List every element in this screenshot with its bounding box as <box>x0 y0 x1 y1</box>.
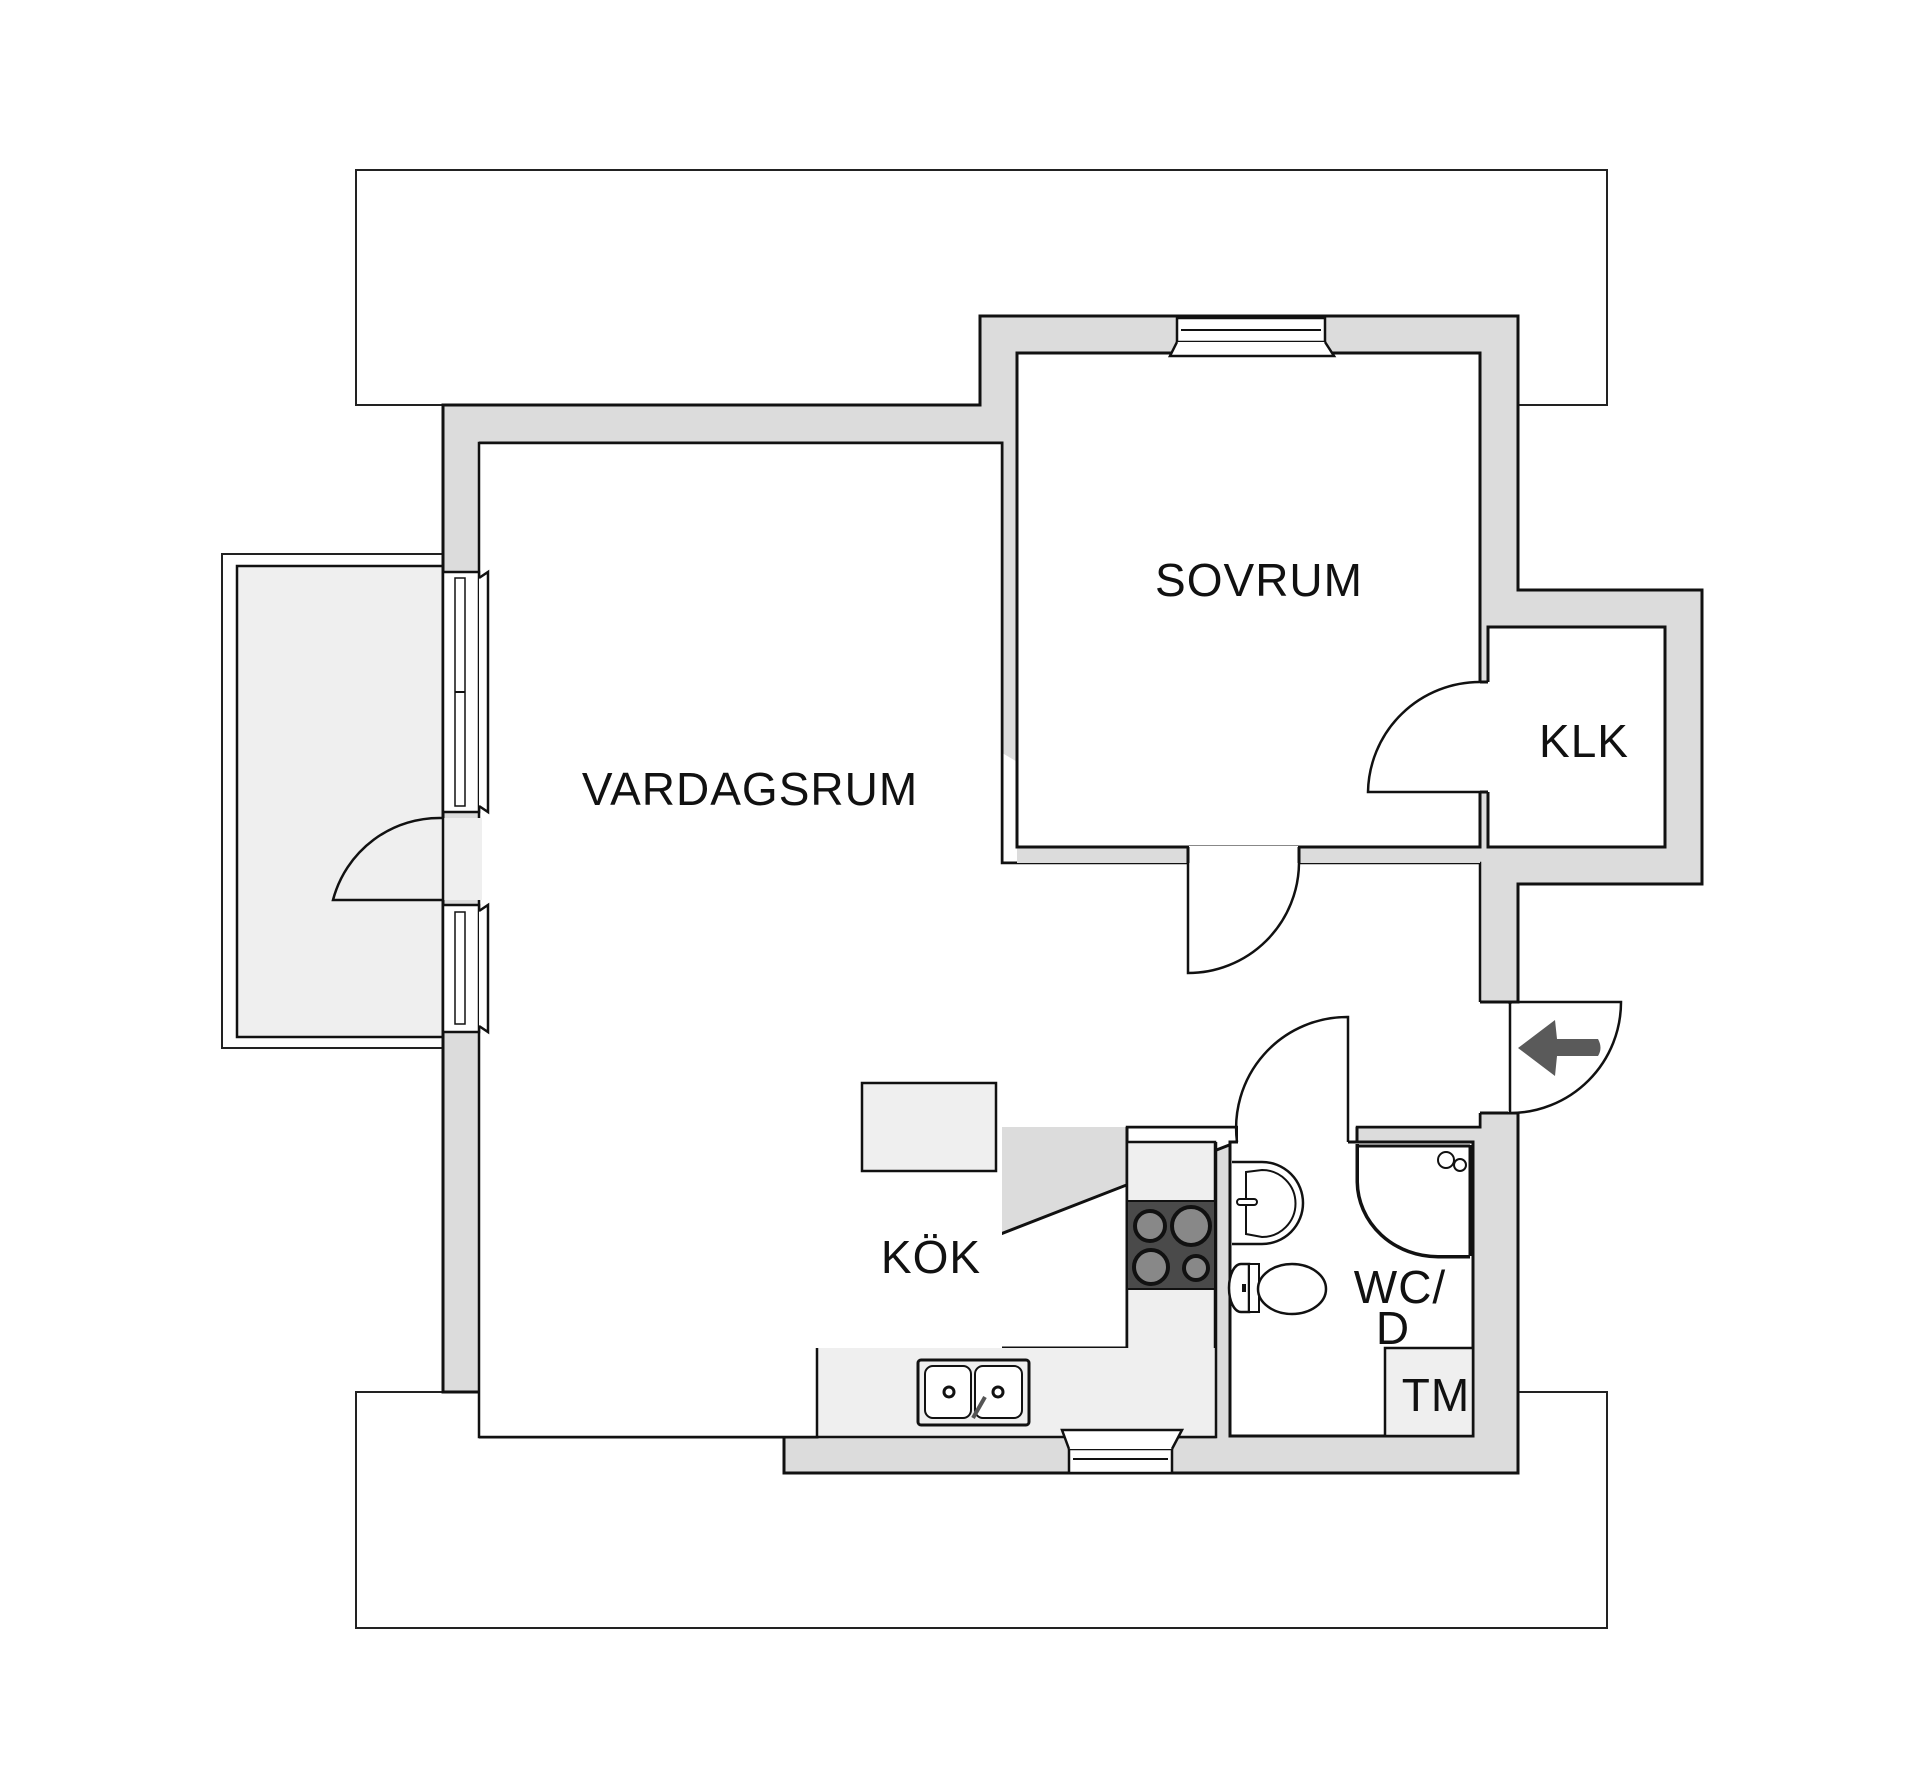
balcony <box>221 553 445 1049</box>
window-left-lower <box>441 902 490 1035</box>
label-vardagsrum: VARDAGSRUM <box>582 763 918 815</box>
label-wc-line2: D <box>1376 1302 1410 1354</box>
label-wc-line1: WC/ <box>1354 1261 1446 1313</box>
door-swing-sovrum <box>1186 862 1301 975</box>
door-swing-entrance <box>1509 1000 1623 1115</box>
kitchen-island <box>860 1081 998 1173</box>
toilet <box>1227 1262 1328 1316</box>
label-sovrum: SOVRUM <box>1155 554 1363 606</box>
door-swing-klk <box>1366 680 1481 794</box>
window-bottom <box>1060 1428 1185 1475</box>
entrance-arrow-icon <box>1518 1020 1601 1076</box>
label-tm: TM <box>1402 1369 1470 1421</box>
label-klk: KLK <box>1539 715 1629 767</box>
double-sink <box>916 1358 1031 1427</box>
room-sovrum <box>1015 351 1482 849</box>
window-top <box>1167 316 1337 358</box>
shower-corner <box>1355 1144 1472 1259</box>
door-swing-wc <box>1234 1015 1350 1143</box>
window-left-upper <box>441 569 490 815</box>
stove <box>1126 1200 1216 1290</box>
label-kok: KÖK <box>881 1231 981 1283</box>
tm-box <box>1383 1346 1475 1438</box>
door-swing-balcony <box>331 816 444 902</box>
washbasin <box>1232 1160 1305 1246</box>
room-klk <box>1486 625 1667 849</box>
